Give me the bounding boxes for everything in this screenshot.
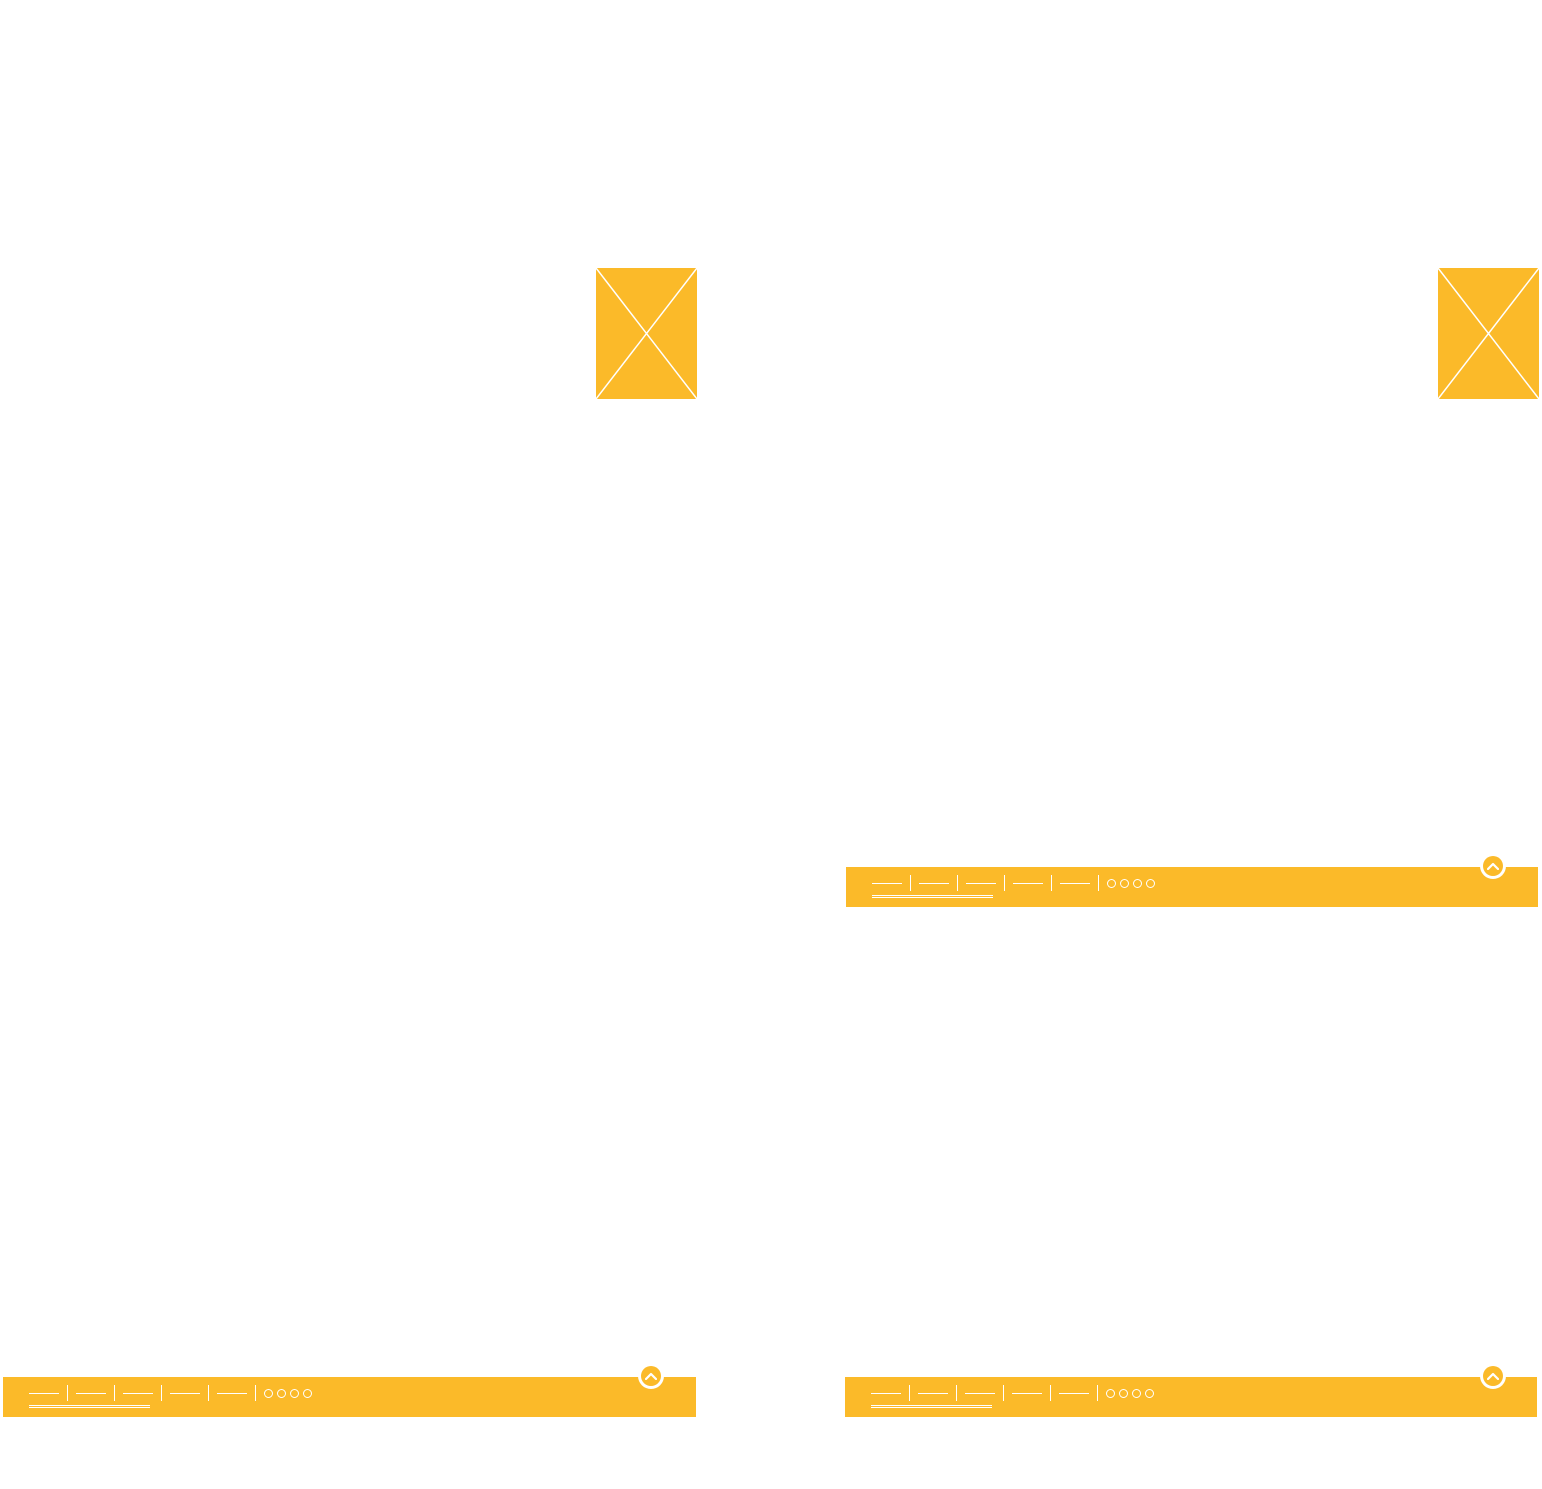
circle-icon[interactable] (277, 1388, 286, 1398)
circle-icon[interactable] (264, 1388, 273, 1398)
circle-icon[interactable] (1119, 1388, 1128, 1398)
footer-nav-link[interactable] (1059, 1392, 1089, 1394)
image-placeholder-right (1438, 268, 1539, 399)
footer-copyright-line (871, 1405, 992, 1408)
circle-icon[interactable] (1146, 878, 1155, 888)
footer-nav-link[interactable] (1013, 882, 1043, 884)
footer-nav-link[interactable] (966, 882, 996, 884)
footer-nav-link[interactable] (1060, 882, 1090, 884)
footer-nav-separator (67, 1385, 68, 1401)
image-placeholder-icon (1438, 268, 1539, 399)
footer-bottom-left (3, 1363, 696, 1417)
footer-nav-link[interactable] (217, 1392, 247, 1394)
footer-middle-right (846, 853, 1538, 907)
back-to-top-button[interactable] (1480, 853, 1506, 879)
footer-nav-link[interactable] (872, 882, 902, 884)
footer-nav (871, 1383, 1154, 1403)
circle-icon[interactable] (1132, 1388, 1141, 1398)
circle-icon[interactable] (303, 1388, 312, 1398)
footer-copyright-line (872, 895, 993, 898)
footer-nav-separator (1004, 875, 1005, 891)
footer-nav-separator (910, 875, 911, 891)
footer-nav-link[interactable] (918, 1392, 948, 1394)
chevron-up-icon (645, 1372, 657, 1380)
footer-nav-separator (255, 1385, 256, 1401)
footer-nav-link[interactable] (919, 882, 949, 884)
footer-nav-link[interactable] (170, 1392, 200, 1394)
back-to-top-button[interactable] (638, 1363, 664, 1389)
image-placeholder-icon (596, 268, 697, 399)
back-to-top-button[interactable] (1480, 1363, 1506, 1389)
footer-nav-separator (161, 1385, 162, 1401)
circle-icon[interactable] (290, 1388, 299, 1398)
footer-nav (29, 1383, 312, 1403)
circle-icon[interactable] (1106, 1388, 1115, 1398)
footer-social-links (1107, 878, 1155, 888)
chevron-up-icon (1487, 1372, 1499, 1380)
chevron-up-icon (1487, 862, 1499, 870)
footer-nav-separator (956, 1385, 957, 1401)
footer-social-links (1106, 1388, 1154, 1398)
footer-social-links (264, 1388, 312, 1398)
footer-nav-link[interactable] (123, 1392, 153, 1394)
footer-nav-link[interactable] (76, 1392, 106, 1394)
footer-nav-separator (1050, 1385, 1051, 1401)
footer-nav-separator (208, 1385, 209, 1401)
footer-nav-separator (909, 1385, 910, 1401)
footer-nav-separator (1051, 875, 1052, 891)
footer-nav-separator (1003, 1385, 1004, 1401)
footer-nav-separator (1097, 1385, 1098, 1401)
footer-nav-link[interactable] (871, 1392, 901, 1394)
circle-icon[interactable] (1120, 878, 1129, 888)
footer-nav-separator (114, 1385, 115, 1401)
circle-icon[interactable] (1145, 1388, 1154, 1398)
footer-nav (872, 873, 1155, 893)
circle-icon[interactable] (1133, 878, 1142, 888)
footer-nav-link[interactable] (1012, 1392, 1042, 1394)
footer-copyright-line (29, 1405, 150, 1408)
footer-nav-link[interactable] (29, 1392, 59, 1394)
footer-nav-separator (1098, 875, 1099, 891)
image-placeholder-left (596, 268, 697, 399)
circle-icon[interactable] (1107, 878, 1116, 888)
footer-bottom-right (845, 1363, 1537, 1417)
footer-nav-link[interactable] (965, 1392, 995, 1394)
footer-nav-separator (957, 875, 958, 891)
